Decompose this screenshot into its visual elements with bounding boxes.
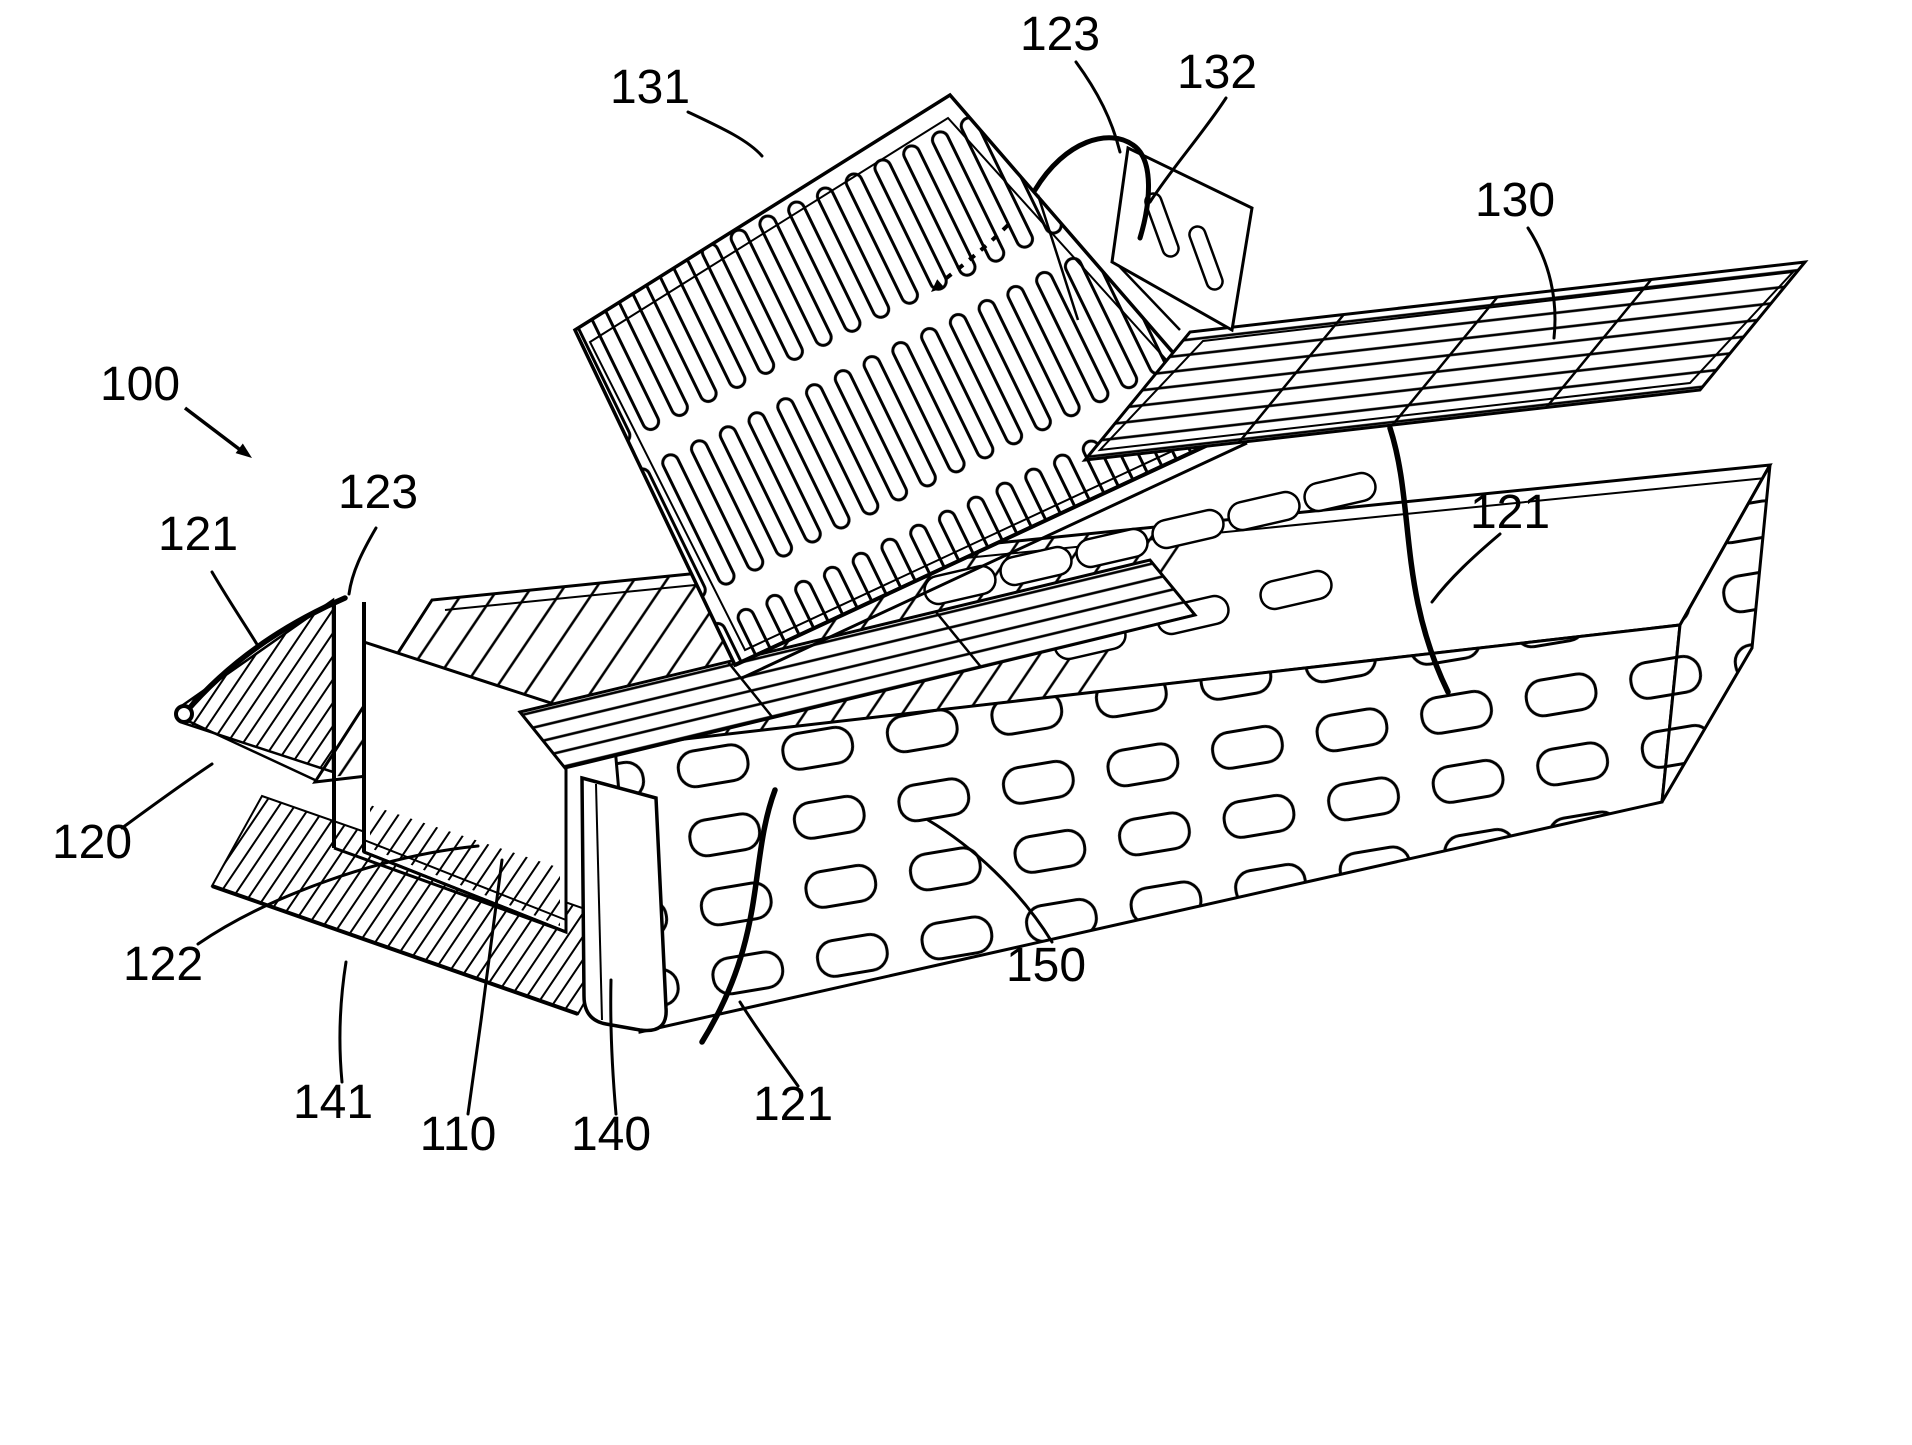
ref-label-120: 120 [52,816,132,869]
handles [174,425,1451,1045]
leader-121-bottom [738,1000,800,1088]
ref-label-121-left: 121 [158,508,238,561]
ref-label-140: 140 [571,1108,651,1161]
ref-label-141: 141 [293,1076,373,1129]
end-bail-wire [1032,135,1151,241]
lid-panel [572,92,1248,680]
ref-label-123-left: 123 [338,466,418,519]
leader-140 [609,978,618,1116]
left-end-frame [332,600,568,935]
leader-122 [196,844,480,946]
ref-label-121-right: 121 [1470,486,1550,539]
ref-label-130: 130 [1475,174,1555,227]
leader-130 [1526,226,1557,340]
front-side-wall [613,623,1682,1034]
ref-label-100: 100 [100,358,180,411]
ref-label-132: 132 [1177,46,1257,99]
floor-rail [363,839,567,921]
ref-label-131: 131 [610,61,690,114]
ref-label-110: 110 [420,1108,497,1161]
leader-120 [120,762,214,830]
leader-lines [120,60,1557,1116]
lid-hinge [734,428,1241,667]
leader-110 [466,858,504,1116]
front-handle-wire [699,787,778,1045]
right-grate [1081,260,1809,462]
front-leg [580,775,668,1033]
center-grate [517,558,1198,770]
interior-floor-mesh [370,805,560,926]
motion-arrowhead [931,279,945,292]
right-end-wall [1660,464,1772,803]
leader-141 [338,960,348,1084]
leader-121-left [210,570,260,648]
ref-label-122: 122 [123,938,203,991]
leader-121-right [1430,532,1502,604]
right-end-raised-frame [1032,135,1254,333]
motion-dashed-arrow [938,223,1010,285]
ref-label-121-bottom: 121 [753,1078,833,1131]
leader-123-top [1074,60,1122,154]
handle-tip-loop [174,704,194,724]
right-handle-wire [1387,425,1451,695]
leader-132 [1148,96,1228,204]
ref-label-150: 150 [1006,939,1086,992]
ref-arrow-100 [183,406,252,458]
leader-131 [686,110,764,158]
leader-123-left [347,526,378,596]
leader-150 [926,818,1054,944]
end-frame-panel [1110,145,1254,333]
reference-labels: 100 110 120 121 121 121 122 123 123 130 … [52,8,1555,1161]
left-handle-wire [183,595,348,715]
ref-label-123-top: 123 [1020,8,1100,61]
